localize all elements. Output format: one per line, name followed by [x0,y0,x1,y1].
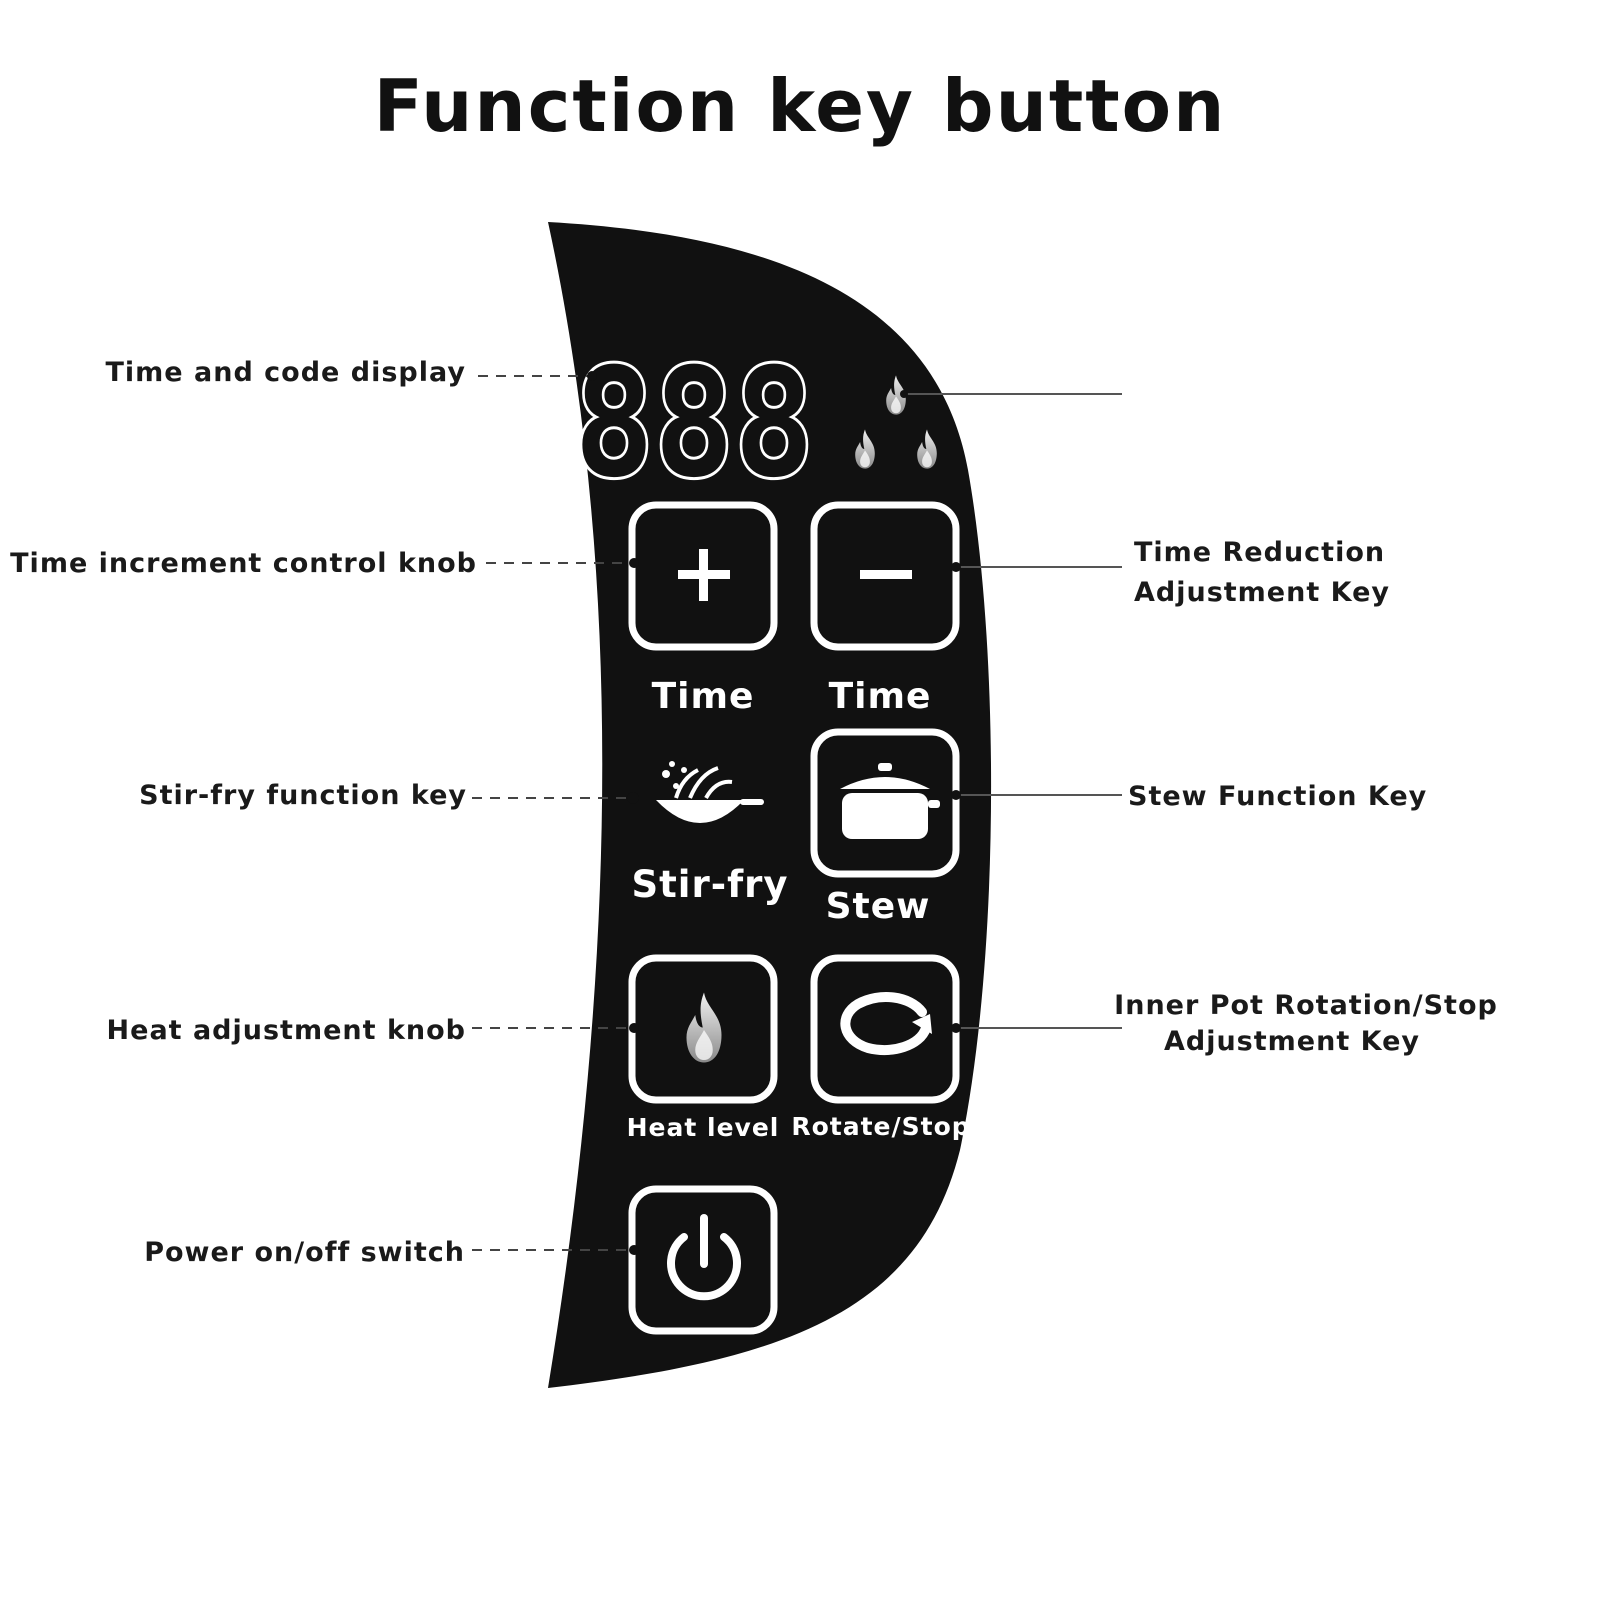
stew-label: Stew [826,886,931,927]
time-plus-key[interactable] [628,501,778,651]
right-leader-lines [900,390,1122,1033]
callout-time-reduction-line2: Adjustment Key [1134,577,1390,608]
callout-time-increment: Time increment control knob [10,548,477,579]
plus-icon [678,549,730,601]
time-minus-label: Time [829,676,932,717]
time-minus-key[interactable] [810,501,960,651]
callout-rotation-line2: Adjustment Key [1164,1026,1420,1057]
callout-power-switch: Power on/off switch [144,1237,465,1268]
callout-time-code-display: Time and code display [105,357,466,388]
pot-icon [840,763,940,839]
power-icon [667,1214,741,1301]
page-title: Function key button [373,64,1227,148]
callout-rotation-line1: Inner Pot Rotation/Stop [1114,990,1498,1021]
minus-icon [860,570,912,579]
callout-stew-function: Stew Function Key [1128,781,1427,812]
time-plus-label: Time [652,676,755,717]
heat-level-label: Heat level [627,1113,780,1142]
time-code-display: 888 [571,334,817,514]
rotate-icon [840,992,932,1055]
heat-level-key[interactable] [628,954,778,1104]
callout-heat-adjustment: Heat adjustment knob [107,1015,466,1046]
stirfry-label: Stir-fry [631,863,788,906]
left-leader-lines [472,371,639,1255]
rotate-stop-key[interactable] [810,954,960,1104]
rotate-stop-label: Rotate/Stop [791,1112,970,1141]
stew-key[interactable] [810,728,960,878]
callout-time-reduction-line1: Time Reduction [1134,537,1385,568]
power-key[interactable] [628,1185,778,1335]
display-digits: 888 [574,337,814,511]
callout-stirfry-function: Stir-fry function key [139,780,467,811]
wok-icon[interactable] [656,761,764,823]
